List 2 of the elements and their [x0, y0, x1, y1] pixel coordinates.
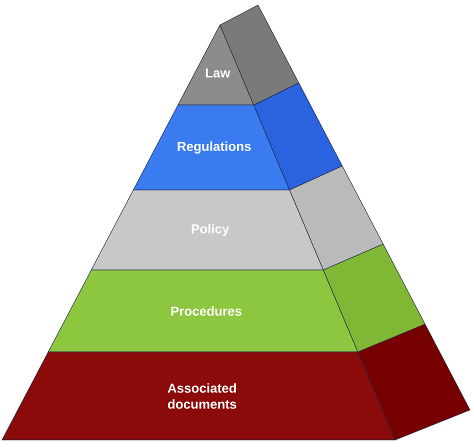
pyramid-band: Associated documents: [2, 324, 470, 440]
pyramid-band: Procedures: [48, 244, 426, 352]
